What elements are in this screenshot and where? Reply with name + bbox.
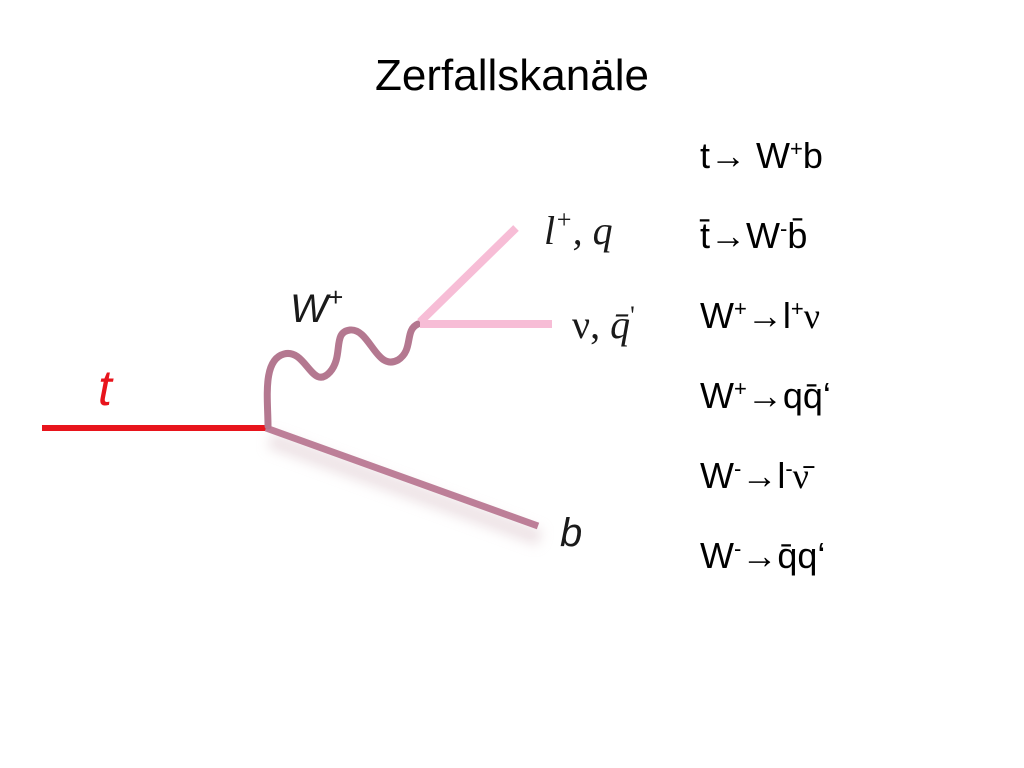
decay-lhs: W — [700, 455, 734, 496]
decay-lhs-charge: + — [733, 296, 747, 321]
decay-lhs: t — [700, 135, 711, 176]
slide-title: Zerfallskanäle — [375, 51, 649, 100]
decay-lhs: W — [700, 535, 734, 576]
decay-charge: + — [790, 136, 803, 161]
decay-lhs: W — [700, 375, 734, 416]
decay-channel: W+→l+ν — [700, 288, 831, 368]
decay-charge: + — [790, 296, 804, 321]
decay-arrow: → W — [710, 135, 790, 176]
decay-rhs: b̄ — [787, 215, 808, 256]
lepton-line — [417, 225, 519, 325]
decay-lhs-charge: - — [733, 456, 742, 481]
lepton-charge: + — [555, 205, 573, 234]
b-quark-shadow — [267, 432, 543, 546]
decay-channel: W-→q̄q‘ — [700, 528, 831, 608]
decay-lhs: t̄ — [700, 215, 711, 256]
w-boson-line — [263, 320, 422, 430]
decay-charge: - — [780, 216, 788, 241]
neutrino-label: ν, q̄' — [572, 301, 635, 347]
w-boson-charge: + — [328, 282, 343, 312]
neutrino-symbol: ν, — [572, 302, 610, 347]
w-boson-label: W+ — [290, 282, 343, 331]
lepton-symbol: l — [544, 208, 555, 253]
feynman-diagram: t W+ l+, q ν, q̄' b — [42, 205, 635, 555]
decay-lhs-charge: - — [733, 536, 742, 561]
decay-channel: W-→l-ν̄ — [700, 448, 831, 528]
decay-arrow: →qq̄‘ — [746, 375, 831, 416]
decay-arrow: →q̄q‘ — [741, 535, 826, 576]
lepton-label: l+, q — [544, 205, 613, 253]
decay-lhs: W — [700, 295, 734, 336]
decay-channel: t̄→W-b̄ — [700, 208, 831, 288]
decay-channel: W+→qq̄‘ — [700, 368, 831, 448]
decay-lhs-charge: + — [733, 376, 747, 401]
top-quark-label: t — [98, 360, 114, 416]
decay-arrow: →W — [710, 215, 780, 256]
decay-channel-list: t→ W+b t̄→W-b̄ W+→l+ν W+→qq̄‘ W-→l-ν̄ W-… — [700, 128, 831, 608]
w-boson-symbol: W — [290, 287, 331, 331]
decay-rhs: ν̄ — [792, 456, 809, 496]
decay-rhs: b — [802, 135, 823, 176]
antiquark-prime: ' — [630, 301, 635, 330]
decay-arrow: →l — [746, 295, 791, 336]
b-quark-line — [264, 424, 540, 530]
decay-charge: - — [785, 456, 793, 481]
decay-channel: t→ W+b — [700, 128, 831, 208]
decay-rhs: ν — [803, 296, 820, 336]
antiquark-symbol: q̄ — [610, 302, 630, 347]
decay-arrow: →l — [741, 455, 786, 496]
bottom-quark-label: b — [560, 511, 582, 555]
lepton-alt: , q — [573, 208, 613, 253]
